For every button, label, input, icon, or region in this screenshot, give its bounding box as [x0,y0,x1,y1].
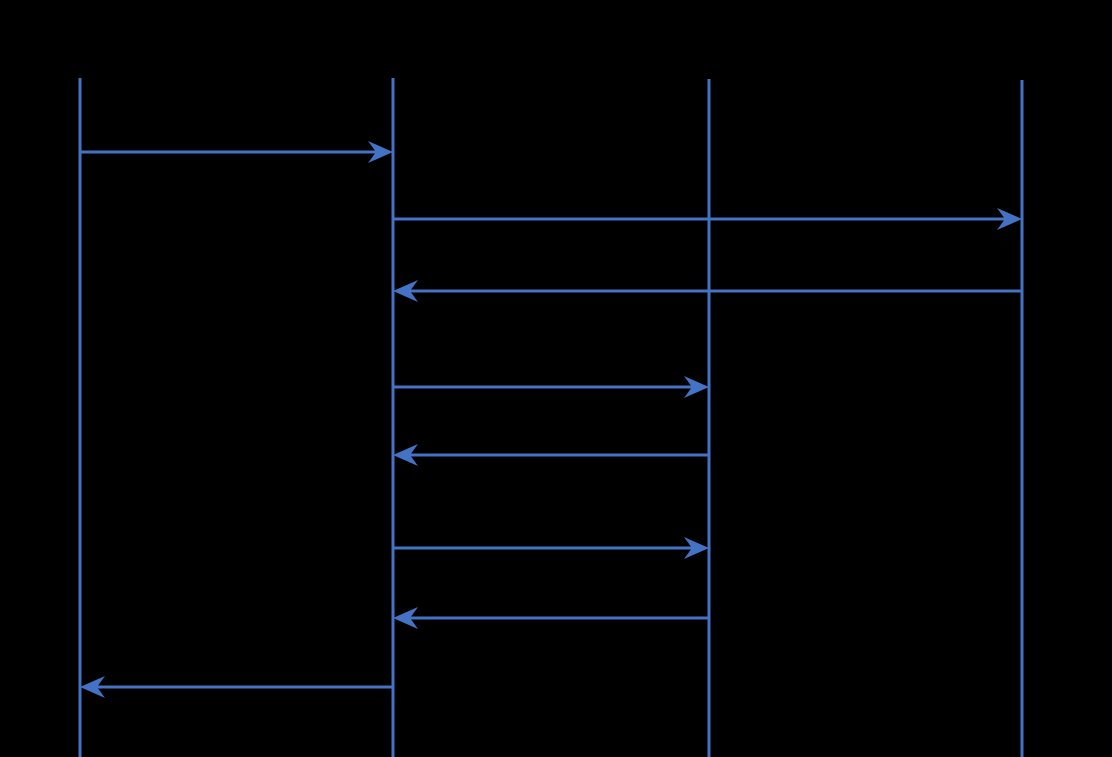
arrowhead-right-icon [997,208,1022,230]
arrowhead-left-icon [393,607,418,629]
message-1 [80,141,393,163]
message-7 [393,607,709,629]
message-3 [393,280,1022,302]
arrowhead-left-icon [393,280,418,302]
message-8 [80,676,393,698]
arrowhead-right-icon [684,376,709,398]
arrowhead-right-icon [684,537,709,559]
arrowhead-right-icon [368,141,393,163]
arrowhead-left-icon [80,676,105,698]
message-4 [393,376,709,398]
message-6 [393,537,709,559]
arrowhead-left-icon [393,444,418,466]
message-2 [393,208,1022,230]
message-5 [393,444,709,466]
